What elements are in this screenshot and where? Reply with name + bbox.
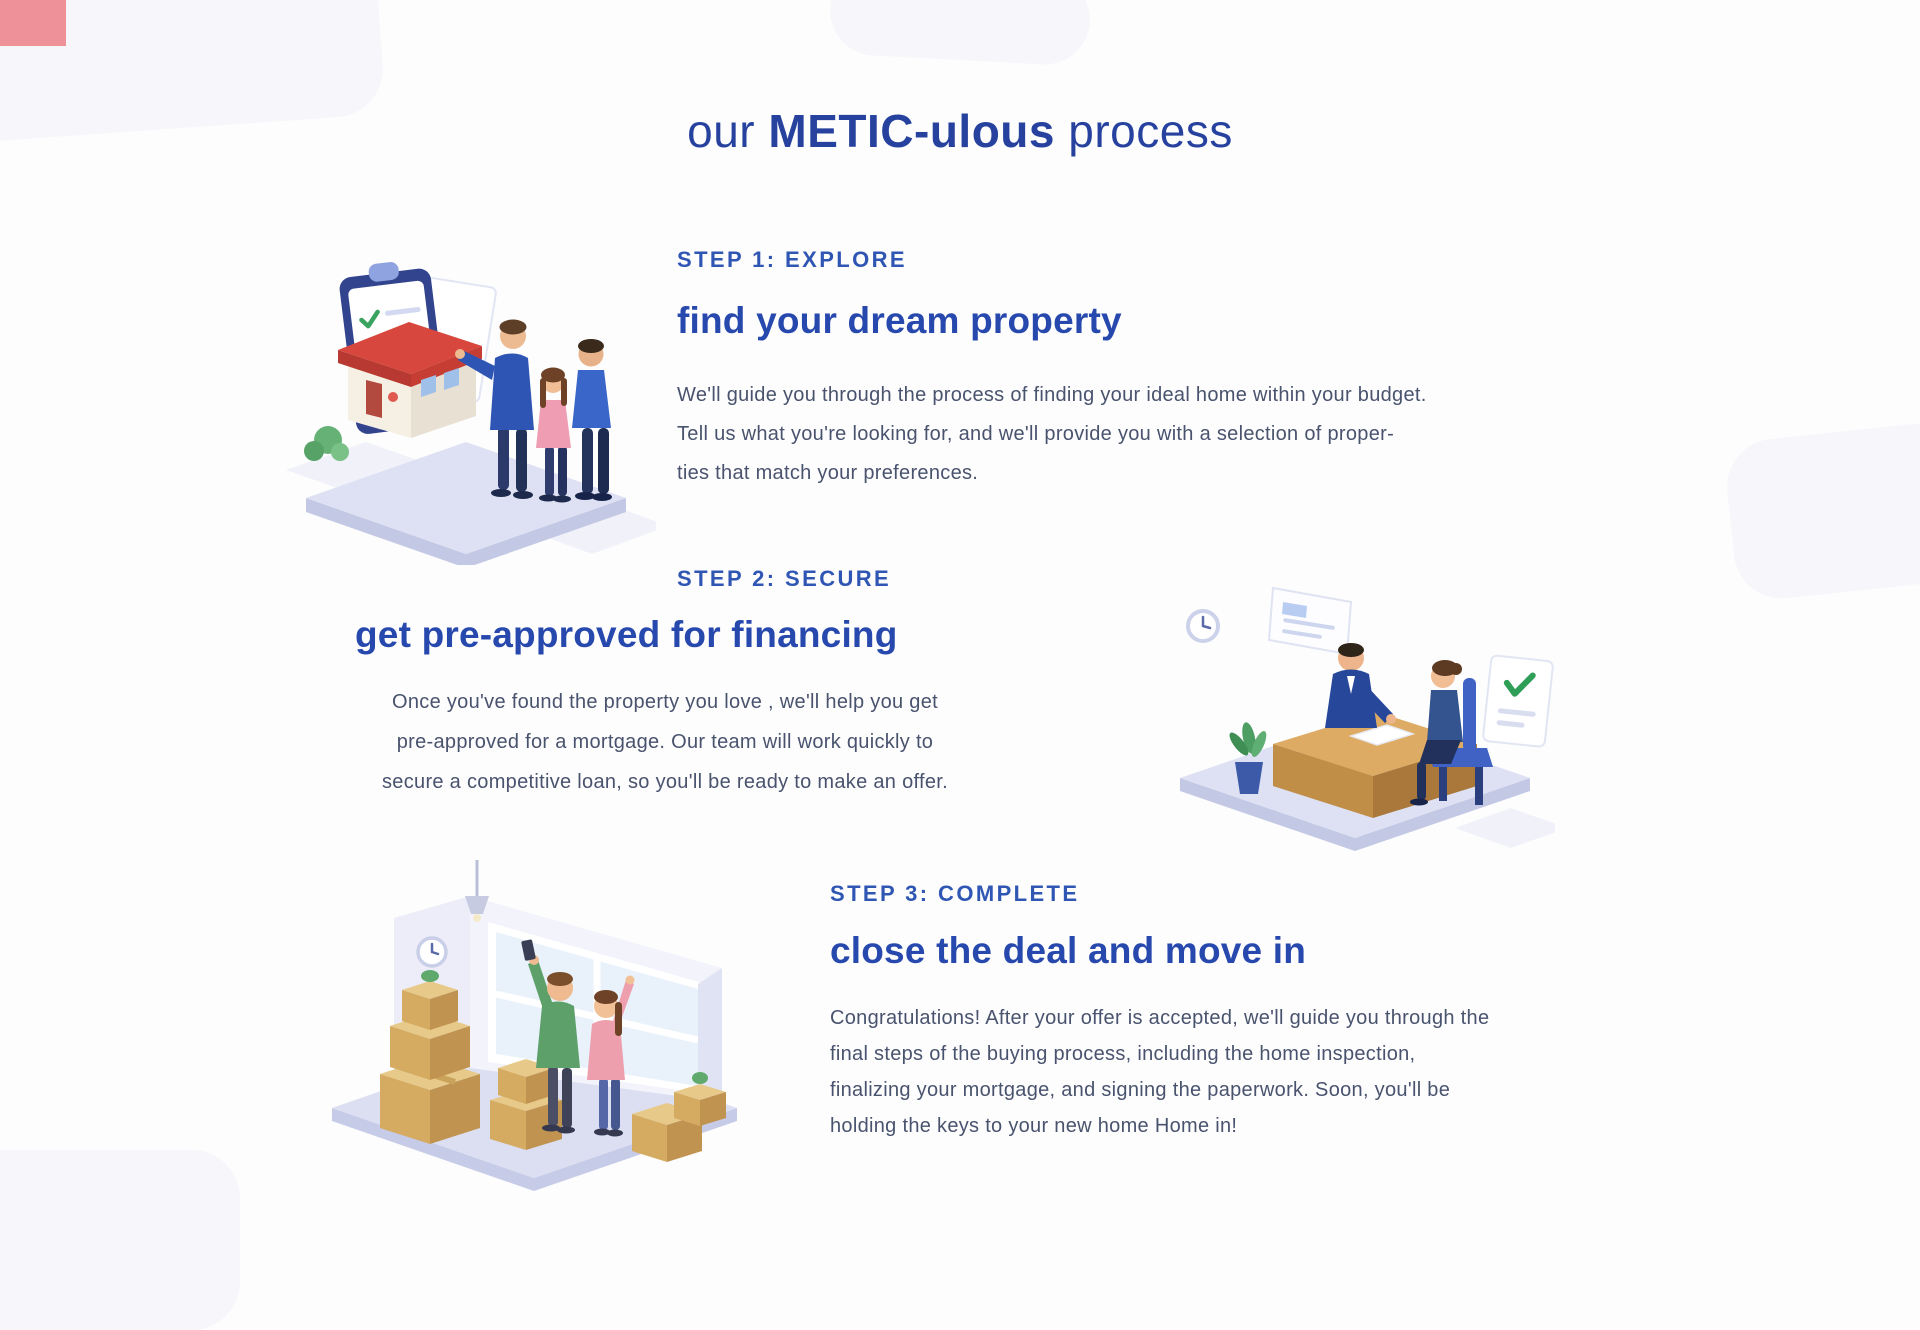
title-part-semibold: -ulous xyxy=(914,105,1055,157)
step2-heading: get pre-approved for financing xyxy=(355,614,898,655)
body-text-line: pre-approved for a mortgage. Our team wi… xyxy=(396,731,934,753)
buyer-woman-person xyxy=(536,367,571,503)
body-text-line: ties that match your preferences. xyxy=(677,462,979,484)
background-tint-shape xyxy=(0,1150,240,1330)
man-selfie-person xyxy=(521,939,580,1134)
body-text-line: holding the keys to your new home Home i… xyxy=(830,1115,1238,1137)
plant-icon xyxy=(1229,722,1267,794)
house-icon xyxy=(338,322,482,438)
body-text-line: Congratulations! After your offer is acc… xyxy=(830,1007,1490,1029)
illustration-step3-moving-in xyxy=(302,856,767,1201)
approved-document-icon xyxy=(1482,654,1554,748)
buyer-man-person xyxy=(572,339,612,501)
step3-body: Congratulations! After your offer is acc… xyxy=(830,1000,1630,1144)
body-text-line: final steps of the buying process, inclu… xyxy=(830,1043,1416,1065)
illustration-step2-financing-meeting xyxy=(1155,566,1555,861)
background-tint-shape xyxy=(827,0,1093,67)
background-tint-shape xyxy=(1722,416,1920,604)
body-text-line: Once you've found the property you love … xyxy=(392,691,938,713)
curtain xyxy=(698,968,722,1102)
title-part: process xyxy=(1055,105,1233,157)
illustration-step1-find-property xyxy=(276,230,656,565)
client-woman-person xyxy=(1410,660,1463,806)
body-text-line: secure a competitive loan, so you'll be … xyxy=(382,771,948,793)
woman-waving-person xyxy=(587,975,635,1137)
step1-heading: find your dream property xyxy=(677,300,1122,341)
clock-icon xyxy=(416,936,448,968)
title-part-bold: METIC xyxy=(768,105,915,157)
body-text-line: Tell us what you're looking for, and we'… xyxy=(677,423,1395,445)
step2-label: STEP 2: SECURE xyxy=(677,566,892,591)
agent-person xyxy=(455,319,534,499)
small-plant-icon xyxy=(692,1072,708,1084)
step1-label: STEP 1: EXPLORE xyxy=(677,247,907,272)
banker-person xyxy=(1325,643,1396,728)
page-title: our METIC-ulous process xyxy=(0,104,1920,158)
title-part: our xyxy=(687,105,769,157)
step3-label: STEP 3: COMPLETE xyxy=(830,881,1080,906)
moving-boxes-right xyxy=(632,1072,726,1162)
small-plant-icon xyxy=(421,970,439,982)
step3-heading: close the deal and move in xyxy=(830,930,1307,971)
bush-icon xyxy=(304,426,349,461)
step1-body: We'll guide you through the process of f… xyxy=(677,376,1577,493)
step2-body: Once you've found the property you love … xyxy=(290,682,1040,802)
body-text-line: We'll guide you through the process of f… xyxy=(677,384,1427,406)
back-tile xyxy=(1455,808,1555,848)
clock-icon xyxy=(1186,609,1220,643)
pendant-lamp-icon xyxy=(465,860,489,922)
moving-boxes-left xyxy=(380,970,480,1144)
body-text-line: finalizing your mortgage, and signing th… xyxy=(830,1079,1451,1101)
wall-chart-frame-icon xyxy=(1267,586,1353,656)
